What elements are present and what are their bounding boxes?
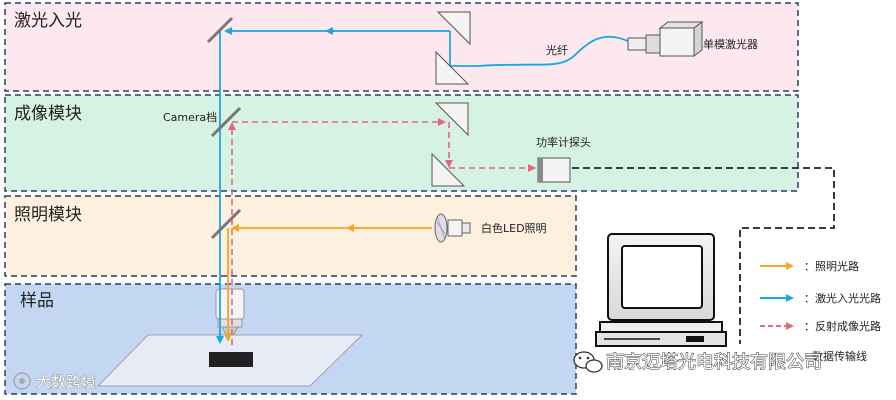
prism-imaging-lower — [431, 152, 466, 187]
section-imaging-module — [4, 94, 799, 192]
beam-splitter-camera — [210, 106, 242, 138]
laser-beam-path — [216, 27, 631, 344]
legend-reflection-label: ：反射成像光路 — [804, 319, 881, 333]
company-watermark: 南京迈塔光电科技有限公司 — [606, 352, 822, 373]
beam-splitter-illumination — [210, 208, 242, 240]
prism-top — [436, 11, 471, 46]
laser-label: 单模激光器 — [703, 37, 758, 51]
illumination-path — [224, 224, 432, 342]
section-illumination-module — [4, 195, 577, 277]
led-light — [434, 213, 471, 243]
prism-imaging-upper — [434, 102, 469, 137]
power-probe-label: 功率计探头 — [536, 135, 591, 149]
legend-laser-label: ：激光入光光路 — [804, 291, 881, 305]
reflection-path — [228, 118, 536, 345]
brand-watermark: 大数跨境 — [36, 373, 96, 391]
legend: ：照明光路 ：激光入光光路 ：反射成像光路 — [760, 259, 881, 333]
computer — [595, 233, 727, 347]
cable-label: 数据传输线 — [812, 349, 867, 363]
section-title-illumination: 照明模块 — [14, 205, 82, 225]
section-title-sample: 样品 — [20, 291, 54, 311]
legend-illumination-label: ：照明光路 — [804, 259, 859, 273]
power-meter-probe — [537, 157, 571, 183]
sample-piece — [209, 352, 253, 367]
beam-splitter-top — [206, 16, 234, 44]
camera-label: Camera档 — [163, 110, 217, 124]
brand-watermark-icon — [13, 372, 31, 390]
single-mode-laser — [627, 21, 704, 57]
section-title-laser: 激光入光 — [14, 11, 82, 31]
wechat-icon — [573, 351, 603, 373]
fiber-label: 光纤 — [546, 43, 568, 57]
prism-laser-lower — [435, 50, 470, 85]
objective-lens — [215, 288, 245, 335]
data-cable — [572, 167, 835, 344]
led-label: 白色LED照明 — [481, 221, 547, 235]
section-title-imaging: 成像模块 — [14, 104, 82, 124]
